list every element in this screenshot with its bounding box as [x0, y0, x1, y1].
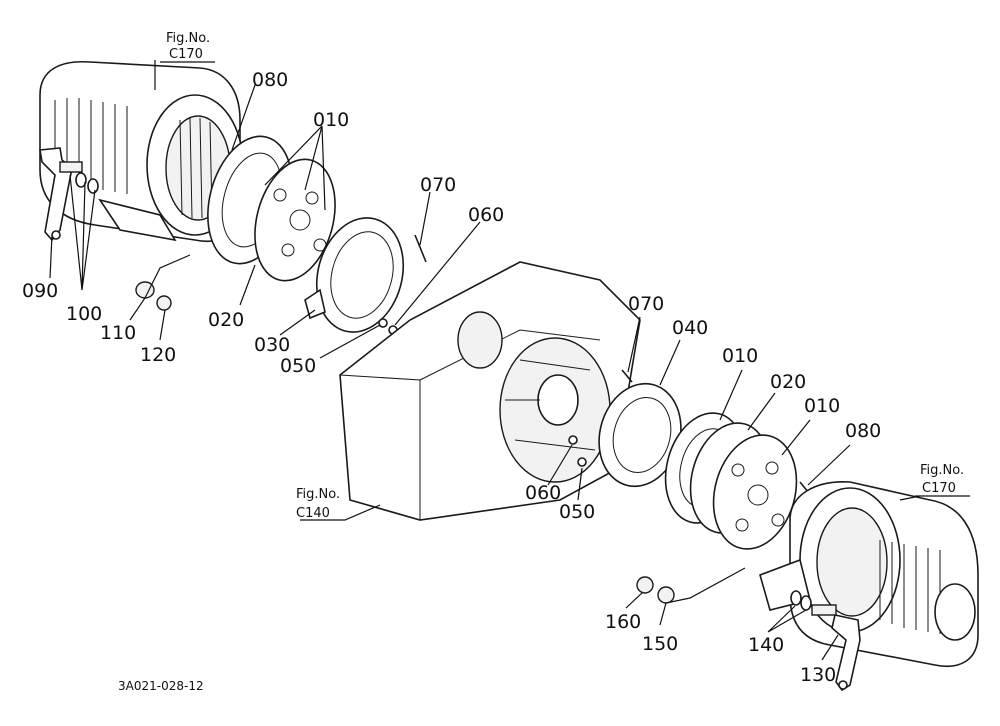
transmission-case: [339, 261, 641, 521]
part-120: [156, 295, 172, 311]
callout-070: 070: [628, 293, 664, 315]
callout-060: 060: [468, 204, 504, 226]
callout-070: 070: [420, 174, 456, 196]
o-ring-140b: [800, 595, 812, 611]
callout-160: 160: [605, 611, 641, 633]
callout-050: 050: [280, 355, 316, 377]
fig-ref-number: C170: [169, 47, 203, 62]
fig-ref-center: Fig.No. C140: [296, 487, 340, 521]
part-160: [636, 576, 654, 594]
callout-020: 020: [770, 371, 806, 393]
callout-120: 120: [140, 344, 176, 366]
fig-ref-number: C170: [922, 481, 956, 496]
callout-110: 110: [100, 322, 136, 344]
callout-150: 150: [642, 633, 678, 655]
callout-labels: 080 010 070 060 090 100 110 120 020 030 …: [22, 69, 881, 686]
callout-010: 010: [722, 345, 758, 367]
actuator-plate-030: [304, 217, 405, 333]
brake-disc-010-right-b: [712, 434, 798, 550]
part-150: [657, 586, 675, 604]
brake-disc-010-left: [254, 158, 336, 282]
ball-050-left: [378, 318, 388, 328]
callout-090: 090: [22, 280, 58, 302]
o-ring-140a: [790, 590, 802, 606]
callout-010: 010: [313, 109, 349, 131]
fig-ref-number: C140: [296, 506, 330, 521]
ball-060-right: [568, 435, 578, 445]
callout-020: 020: [208, 309, 244, 331]
callout-130: 130: [800, 664, 836, 686]
callout-100: 100: [66, 303, 102, 325]
callout-010: 010: [804, 395, 840, 417]
fig-ref-label: Fig.No.: [296, 487, 340, 502]
o-ring-100b: [87, 178, 99, 194]
callout-080: 080: [845, 420, 881, 442]
o-ring-100a: [75, 172, 87, 188]
fig-ref-bottom-right: Fig.No. C170: [915, 463, 970, 497]
callout-030: 030: [254, 334, 290, 356]
pin-070-right: [621, 369, 633, 383]
pin-070-left: [414, 234, 427, 263]
right-brake-housing: [759, 481, 979, 667]
fig-ref-top-left: Fig.No. C170: [160, 31, 215, 63]
callout-080: 080: [252, 69, 288, 91]
brake-lever-right: [811, 604, 861, 692]
fig-ref-label: Fig.No.: [166, 31, 210, 46]
fig-ref-label: Fig.No.: [920, 463, 964, 478]
callout-050: 050: [559, 501, 595, 523]
drawing-code: 3A021-028-12: [118, 679, 204, 693]
leader-lines: [49, 60, 921, 661]
callout-140: 140: [748, 634, 784, 656]
ball-050-right: [577, 457, 587, 467]
callout-060: 060: [525, 482, 561, 504]
callout-040: 040: [672, 317, 708, 339]
